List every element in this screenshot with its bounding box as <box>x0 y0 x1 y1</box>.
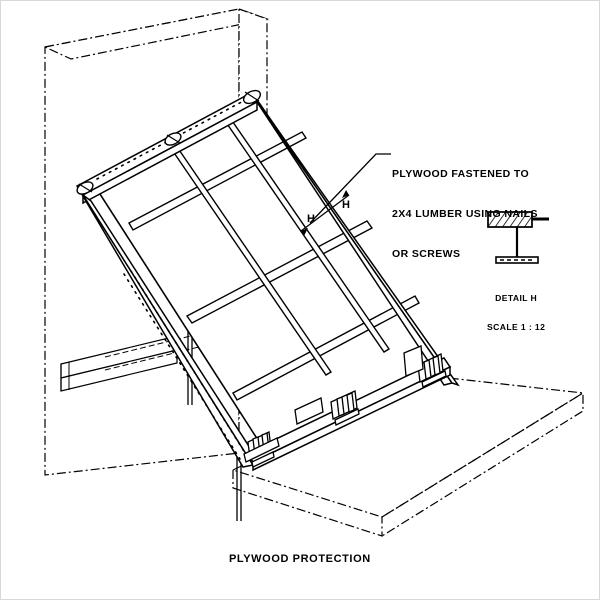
detail-h-section <box>487 211 549 264</box>
hinge-bracket-3 <box>403 345 447 388</box>
corner-fitting-top <box>242 89 262 105</box>
callout-line-1: PLYWOOD FASTENED TO <box>392 168 530 181</box>
section-cut-line-h <box>300 190 350 236</box>
detail-scale: SCALE 1 : 12 <box>487 321 546 332</box>
corner-fitting-left <box>76 181 94 195</box>
hinge-bracket-1 <box>243 431 280 468</box>
section-mark-h-left: H <box>307 213 315 225</box>
callout-line-2: 2X4 LUMBER USING NAILS <box>392 208 538 221</box>
hinge-bracket-2 <box>294 390 360 426</box>
detail-label-block: DETAIL H SCALE 1 : 12 <box>487 275 545 352</box>
detail-name: DETAIL H <box>495 293 538 304</box>
drawing-caption: PLYWOOD PROTECTION <box>229 553 371 565</box>
floor-slab <box>231 375 585 537</box>
callout-line-3: OR SCREWS <box>392 247 461 260</box>
callout-leader-line <box>309 153 391 224</box>
callout-annotation: PLYWOOD FASTENED TO 2X4 LUMBER USING NAI… <box>392 142 538 287</box>
corner-fitting-mid <box>164 132 182 146</box>
fastener-row-left-rail <box>123 270 248 460</box>
section-mark-h-right: H <box>342 199 350 211</box>
